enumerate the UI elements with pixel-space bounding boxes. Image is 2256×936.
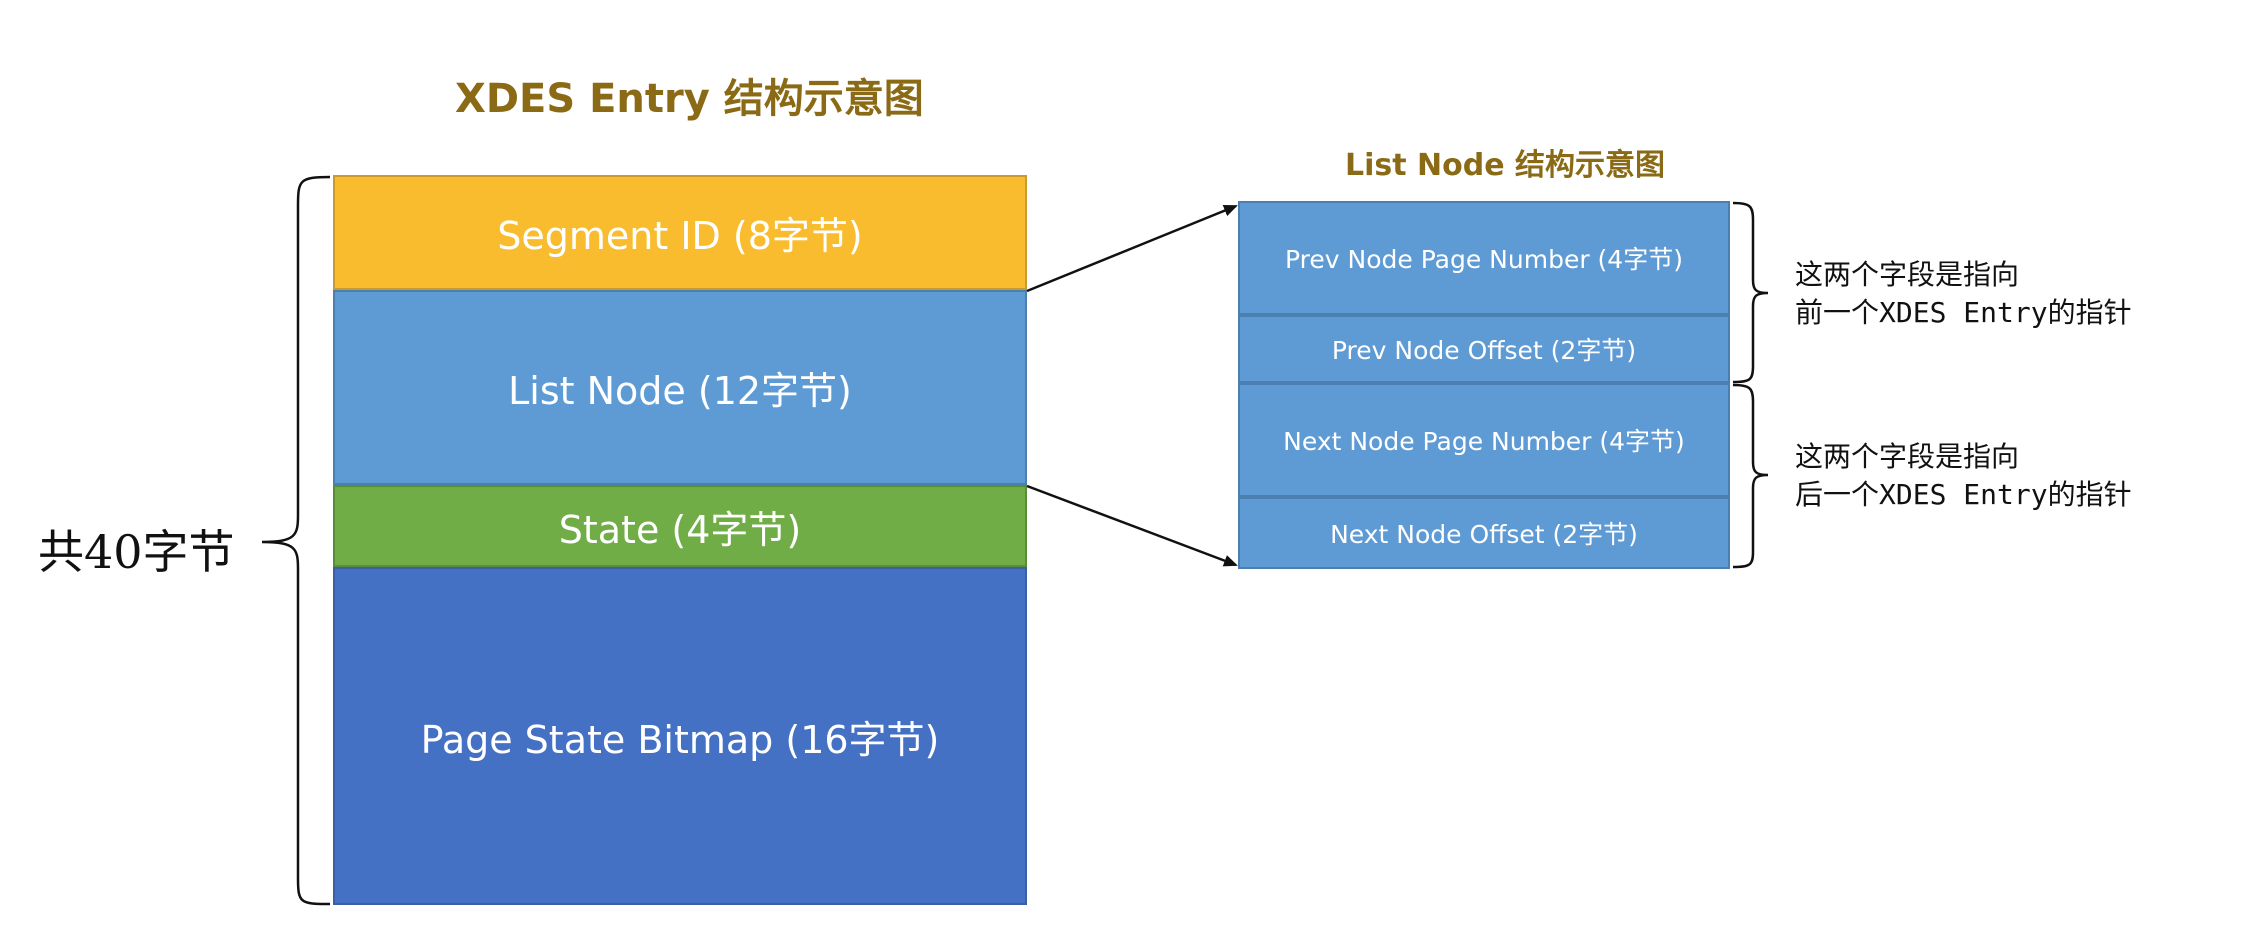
prev-node-offset-field: Prev Node Offset (2字节) [1238,315,1730,383]
next-pointer-brace [1732,383,1769,569]
list-node-lower-connector [1026,484,1238,567]
next-node-offset-label: Next Node Offset (2字节) [1330,520,1638,549]
segment-id-label: Segment ID (8字节) [497,214,863,258]
prev-pointer-brace [1732,201,1769,384]
segment-id-field: Segment ID (8字节) [333,175,1027,290]
prev-note-line-2: 前一个XDES Entry的指针 [1795,296,2132,329]
next-node-offset-field: Next Node Offset (2字节) [1238,497,1730,569]
next-note-line-1: 这两个字段是指向 [1795,440,2020,473]
next-pointer-note: 这两个字段是指向 后一个XDES Entry的指针 [1795,438,2132,514]
prev-pointer-note: 这两个字段是指向 前一个XDES Entry的指针 [1795,256,2132,332]
list-node-field: List Node (12字节) [333,290,1027,485]
next-node-page-number-field: Next Node Page Number (4字节) [1238,383,1730,497]
total-size-label: 共40字节 [38,525,235,579]
page-state-bitmap-field: Page State Bitmap (16字节) [333,567,1027,905]
total-size-brace [261,175,331,906]
list-node-title: List Node 结构示意图 [1345,148,1666,183]
next-note-line-2: 后一个XDES Entry的指针 [1795,478,2132,511]
state-field: State (4字节) [333,485,1027,567]
main-title: XDES Entry 结构示意图 [455,76,924,122]
list-node-upper-connector [1026,204,1238,293]
prev-node-page-number-field: Prev Node Page Number (4字节) [1238,201,1730,315]
prev-node-offset-label: Prev Node Offset (2字节) [1331,336,1637,365]
prev-note-line-1: 这两个字段是指向 [1795,258,2020,291]
state-label: State (4字节) [558,507,802,552]
page-state-bitmap-label: Page State Bitmap (16字节) [420,717,940,762]
prev-node-page-number-label: Prev Node Page Number (4字节) [1285,245,1683,274]
next-node-page-number-label: Next Node Page Number (4字节) [1283,427,1685,456]
list-node-label: List Node (12字节) [508,369,852,413]
